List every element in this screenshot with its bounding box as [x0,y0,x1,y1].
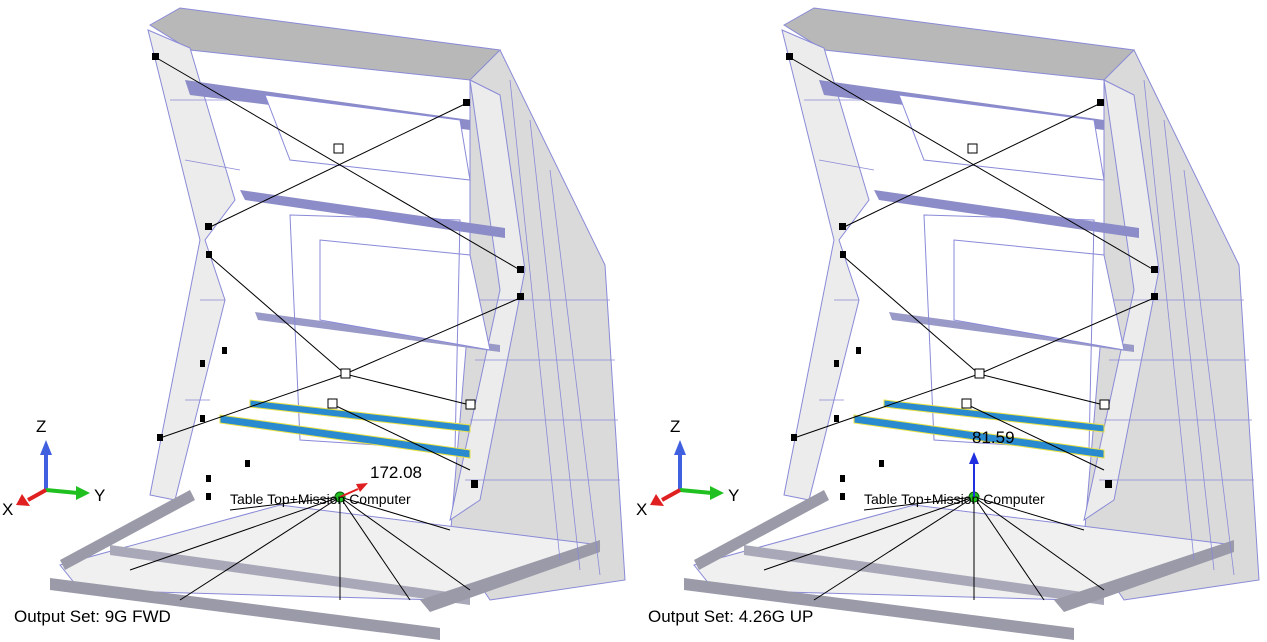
base-rail-front [684,578,1074,640]
table-rail-back [883,399,1105,433]
node-label: Table Top+Mission Computer [230,491,411,507]
x-axis-icon [27,488,47,502]
opening-mid [953,239,1125,351]
axis-label-y: Y [728,486,740,505]
crossbar-low [889,312,1134,352]
output-set-label: Output Set: 4.26G UP [648,607,814,626]
load-arrow-head [969,452,979,464]
y-axis-icon [45,488,79,495]
fe-model-left [50,7,626,640]
axis-label-z: Z [670,417,681,436]
base-rail-front [50,578,440,640]
constraint-markers [786,53,1158,500]
opening-top [898,94,1105,181]
mesh-lines [170,79,620,576]
right-upright [449,79,526,522]
right-upright [1083,79,1160,522]
rigid-links [763,56,1155,601]
rigid-links [129,56,521,601]
opening-mid [319,239,491,351]
fe-model-right [684,7,1260,640]
viewport-left[interactable]: 172.08 Table Top+Mission Computer Z Y X … [0,0,633,642]
axis-triad [650,440,724,506]
load-value-label: 81.59 [972,428,1015,447]
axis-triad [16,440,90,506]
base-rail-left [694,490,829,570]
crossbar-mid [240,190,505,238]
node-label: Table Top+Mission Computer [864,491,1045,507]
axis-label-y: Y [94,486,106,505]
axis-label-z: Z [36,417,47,436]
x-axis-icon [661,488,681,502]
base-rail-left [60,490,195,570]
output-set-label: Output Set: 9G FWD [14,607,171,626]
crossbar-mid [874,190,1139,238]
base-rail-right [1054,540,1234,612]
load-value-label: 172.08 [370,463,422,482]
mesh-lines [804,79,1254,576]
base-rail-right [420,540,600,612]
crossbar-low [255,312,500,352]
table-rail-front [853,414,1105,459]
viewport-right[interactable]: 81.59 Table Top+Mission Computer Z Y X O… [634,0,1267,642]
table-rail-back [249,399,471,433]
load-arrow-shaft [339,488,359,498]
opening-top [264,94,471,181]
axis-label-x: X [636,500,648,519]
table-rail-front [219,414,471,459]
load-arrow-head [356,483,368,492]
constraint-markers [152,53,524,500]
node-boxes [327,143,476,410]
base-rail-mid [110,545,470,605]
axis-label-x: X [2,500,14,519]
y-axis-icon [679,488,713,495]
base-rail-mid [744,545,1104,605]
node-boxes [961,143,1110,410]
